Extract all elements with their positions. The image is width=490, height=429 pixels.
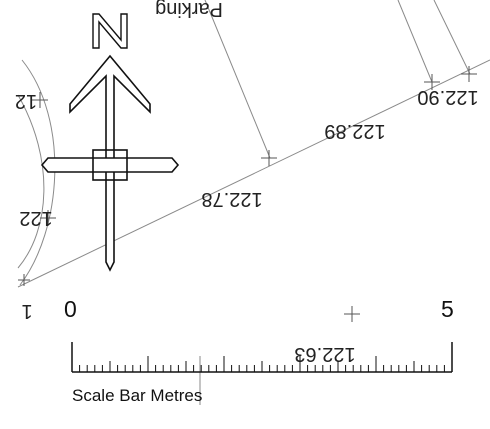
- spot-height-label: 122: [19, 207, 52, 229]
- scale-bar: [71, 342, 453, 373]
- spot-cross: [32, 92, 48, 108]
- upside-down-labels: Parking 122.90 122.89 122.78 122.63 122 …: [15, 0, 479, 365]
- scale-bar-end-label: 5: [441, 296, 454, 322]
- north-arrow-box: [92, 149, 128, 181]
- contour-line: [204, 0, 271, 159]
- spot-cross: [261, 150, 277, 166]
- scale-bar-start-label: 0: [64, 296, 77, 322]
- spot-height-label: 122.90: [417, 86, 478, 108]
- boundary-line: [17, 59, 490, 288]
- contour-line: [433, 0, 471, 75]
- spot-cross: [40, 210, 56, 226]
- spot-height-label: 12: [15, 90, 37, 112]
- scale-bar-title: Scale Bar Metres: [72, 386, 203, 405]
- spot-cross: [18, 274, 30, 286]
- spot-height-label: 122.63: [294, 343, 355, 365]
- spot-cross: [344, 306, 360, 322]
- spot-cross: [461, 66, 477, 82]
- north-arrow-icon: [40, 13, 180, 272]
- survey-lines: [17, 0, 490, 405]
- spot-height-label: 1: [21, 300, 32, 322]
- kerb-line: [19, 59, 56, 286]
- spot-height-label: 122.78: [201, 188, 262, 210]
- street-label: Parking: [155, 0, 223, 20]
- spot-height-marks: [18, 66, 477, 322]
- north-arrow-crossbar: [40, 157, 180, 173]
- spot-height-label: 122.89: [324, 120, 385, 142]
- scale-bar-ticks: [79, 356, 445, 372]
- north-letter-icon: [92, 13, 128, 49]
- spot-cross: [424, 74, 440, 90]
- contour-line: [397, 0, 433, 83]
- kerb-line: [17, 94, 45, 269]
